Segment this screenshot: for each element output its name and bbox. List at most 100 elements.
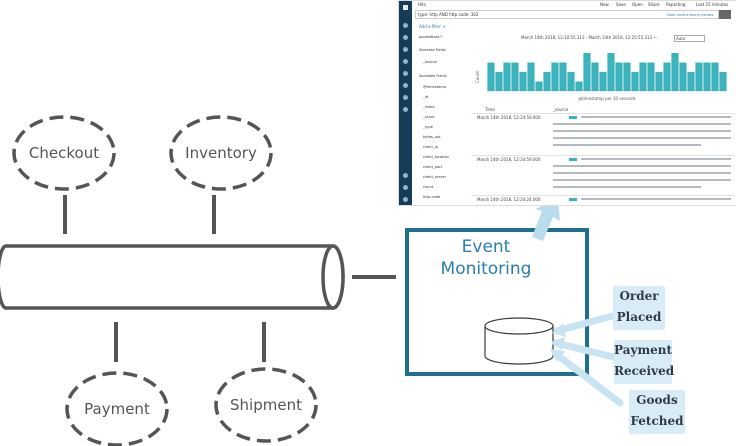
histogram-bar[interactable] [647,62,655,92]
menu-reporting[interactable]: Reporting [666,2,686,7]
row-source-text [553,130,731,132]
add-filter-link[interactable]: Add a filter + [419,24,446,29]
field-item[interactable]: client_ip [423,145,438,149]
row-source-text [553,186,701,188]
logout-icon[interactable] [403,185,408,190]
menu-open[interactable]: Open [632,2,643,7]
histogram-x-label: @timestamp per 30 seconds [578,96,635,101]
field-item[interactable]: http.code [423,195,441,199]
event-order-placed-line2: Placed [616,310,662,324]
kibana-field-list: packetbeat-* Selected Fields _source Ava… [415,29,465,205]
row-source-text [581,198,731,200]
field-item[interactable]: client_location [423,155,449,159]
checkout-label: Checkout [29,144,99,162]
event-order-placed: Order Placed [613,286,665,330]
dashboard-icon[interactable] [403,47,408,52]
histogram-bar[interactable] [575,81,583,92]
interval-select[interactable]: Auto [674,35,705,42]
histogram-bar[interactable] [623,62,631,92]
histogram-bar[interactable] [551,62,559,92]
visualize-icon[interactable] [403,35,408,40]
histogram-bar[interactable] [495,72,503,91]
histogram-bar[interactable] [567,72,575,91]
event-goods-fetched-line1: Goods [636,393,678,407]
field-item[interactable]: @timestamp [423,85,446,89]
event-order-placed-line1: Order [619,289,659,303]
event-monitoring-title-line1: Event [462,237,511,257]
user-icon[interactable] [403,173,408,178]
kibana-query-input[interactable]: type: http AND http.code: 302 [415,10,719,19]
histogram-bar[interactable] [519,72,527,91]
histogram-bar[interactable] [591,62,599,92]
field-item[interactable]: count [423,185,434,189]
row-type-badge [569,198,577,201]
histogram-bar[interactable] [607,53,615,91]
field-source[interactable]: _source [423,60,437,64]
row-timestamp[interactable]: March 14th 2018, 12:24:24.000 [477,197,541,202]
row-timestamp[interactable]: March 14th 2018, 12:24:59.000 [477,115,541,120]
histogram-bar[interactable] [655,72,663,91]
row-source-text [553,144,701,146]
kibana-histogram: Count @timestamp per 30 seconds [475,53,727,101]
search-icon[interactable] [719,10,731,19]
histogram-bar[interactable] [543,72,551,91]
menu-time-picker[interactable]: Last 15 minutes [696,2,729,7]
collapse-icon[interactable] [403,197,408,202]
event-payment-received-line2: Received [614,364,675,378]
management-icon[interactable] [403,95,408,100]
field-item[interactable]: bytes_out [423,135,441,139]
timelion-icon[interactable] [403,59,408,64]
shipment-node [214,367,318,443]
monitor-to-dashboard-arrow [532,199,560,241]
histogram-bar[interactable] [679,62,687,92]
field-item[interactable]: client_port [423,165,443,169]
histogram-bar[interactable] [687,72,695,91]
lucene-syntax-link[interactable]: Uses lucene query syntax [667,13,714,17]
menu-save[interactable]: Save [616,2,626,7]
event-payment-received-line1: Payment [614,343,673,357]
payment-node [65,371,169,446]
monitoring-icon[interactable] [403,83,408,88]
kibana-app-title: Hits [418,2,426,7]
histogram-bar[interactable] [559,62,567,92]
menu-share[interactable]: Share [648,2,660,7]
histogram-bar[interactable] [583,53,591,91]
row-timestamp[interactable]: March 14th 2018, 12:24:59.000 [477,157,541,162]
row-source-text [581,158,731,160]
histogram-bar[interactable] [663,62,671,92]
field-item[interactable]: _id [423,95,429,99]
histogram-bar[interactable] [599,72,607,91]
event-arrows [550,312,624,407]
histogram-bar[interactable] [631,72,639,91]
histogram-bars [487,53,727,92]
settings-icon[interactable] [403,107,408,112]
index-pattern-select[interactable]: packetbeat-* [419,35,443,39]
row-divider [471,195,735,196]
message-bus [0,244,345,310]
kibana-dashboard-screenshot: Hits New Save Open Share Reporting Last … [398,0,736,206]
field-item[interactable]: _index [423,105,435,109]
kibana-logo-icon [403,5,408,10]
histogram-bar[interactable] [511,62,519,92]
histogram-bar[interactable] [639,62,647,92]
histogram-bar[interactable] [527,62,535,92]
histogram-bar[interactable] [695,62,703,92]
field-item[interactable]: client_server [423,175,447,179]
histogram-bar[interactable] [671,53,679,91]
discover-icon[interactable] [403,23,408,28]
histogram-bar[interactable] [487,62,495,92]
shipment-label: Shipment [230,396,302,414]
field-item[interactable]: _type [423,125,433,129]
field-item[interactable]: _score [423,115,435,119]
menu-new[interactable]: New [600,2,609,7]
histogram-bar[interactable] [503,62,511,92]
histogram-bar[interactable] [615,62,623,92]
histogram-bar[interactable] [535,81,543,92]
histogram-bar[interactable] [711,62,719,92]
histogram-bar[interactable] [719,72,727,91]
histogram-bar[interactable] [703,62,711,92]
devtools-icon[interactable] [403,71,408,76]
row-divider [471,155,735,156]
row-type-badge [569,116,577,119]
event-goods-fetched-line2: Fetched [630,414,684,428]
